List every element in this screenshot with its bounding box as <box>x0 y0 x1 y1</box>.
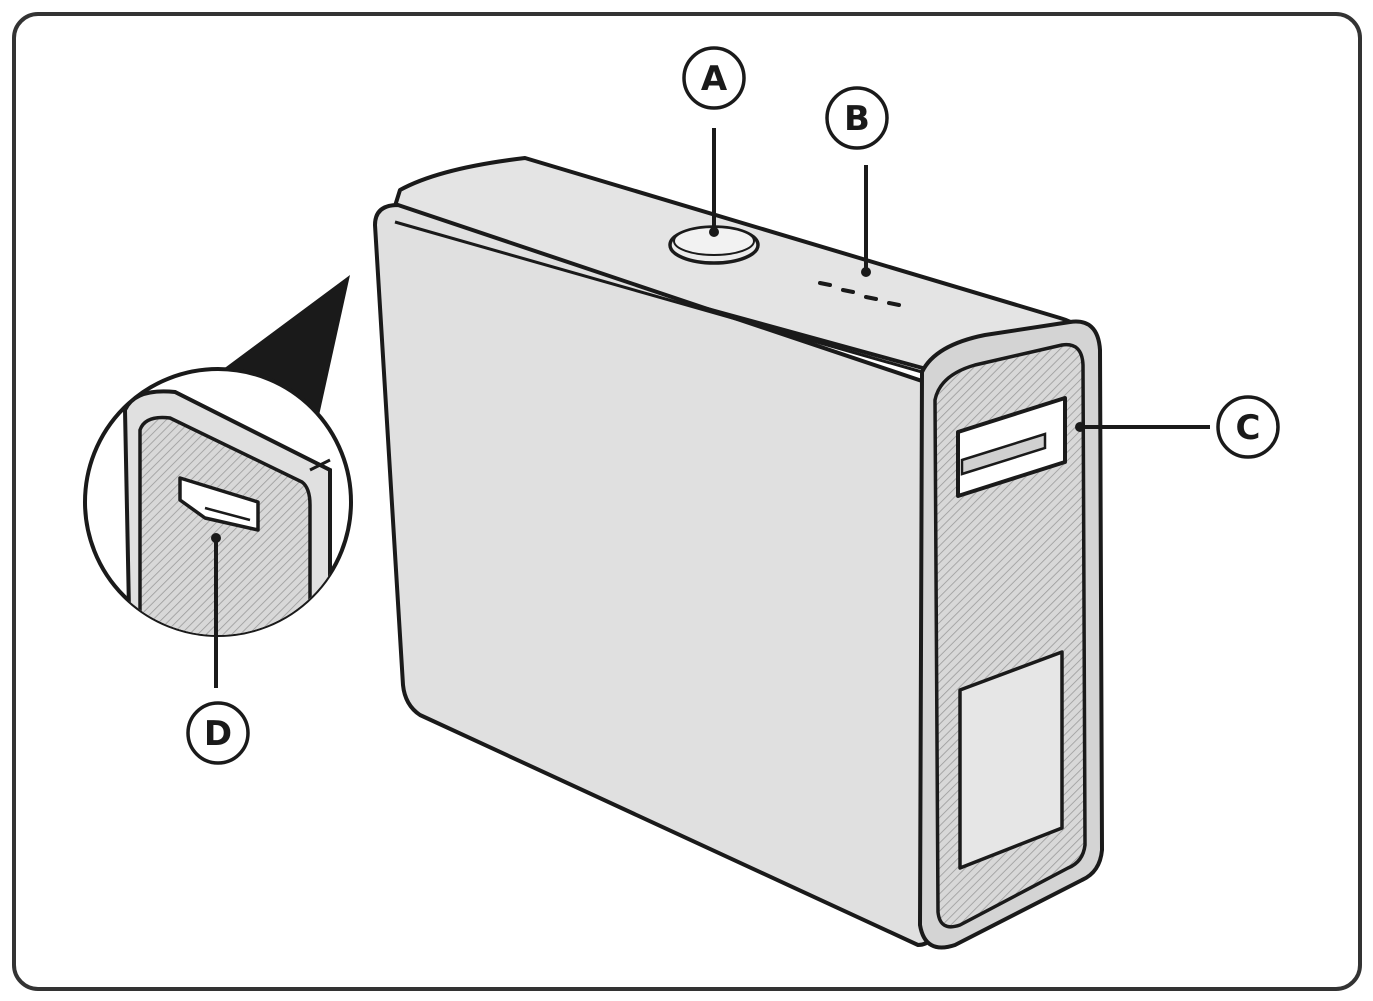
callout-d: D <box>186 701 250 765</box>
leader-dot-b <box>861 267 871 277</box>
zoom-detail <box>83 367 353 637</box>
usb-port-c <box>956 396 1067 498</box>
callout-a: A <box>682 46 746 110</box>
callout-b-label: B <box>844 99 870 139</box>
top-edge-line <box>394 220 923 374</box>
leader-dot-c <box>1075 422 1085 432</box>
callout-a-label: A <box>701 59 728 99</box>
leader-dot-a <box>709 227 719 237</box>
power-bank <box>373 156 1104 950</box>
leader-dot-d <box>211 533 221 543</box>
callout-b: B <box>825 86 889 150</box>
led-indicators <box>818 281 901 307</box>
callout-c: C <box>1216 395 1280 459</box>
callout-d-label: D <box>204 714 232 754</box>
side-label-plate <box>958 650 1064 870</box>
callout-c-label: C <box>1236 408 1261 448</box>
